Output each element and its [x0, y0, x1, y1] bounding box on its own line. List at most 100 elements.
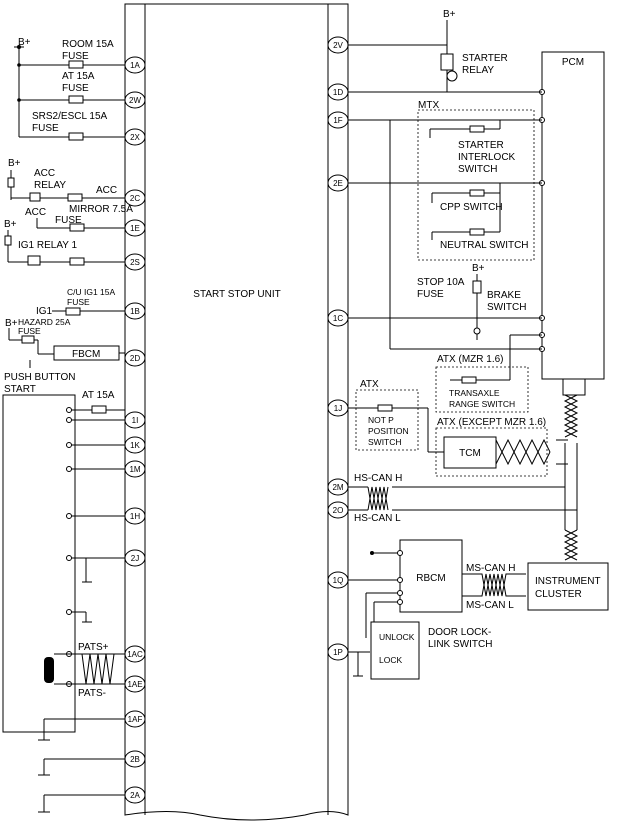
room-fuse-label: ROOM 15A: [62, 39, 114, 50]
terminal-1E-label: 1E: [130, 224, 140, 233]
terminal-2O-label: 2O: [333, 506, 344, 515]
room-fuse-label-2: FUSE: [62, 51, 89, 62]
neutral-switch-label: NEUTRAL SWITCH: [440, 240, 529, 251]
at-fuse-label-2: FUSE: [62, 83, 89, 94]
pats-minus-label: PATS-: [78, 688, 106, 699]
cpp-switch-label: CPP SWITCH: [440, 202, 503, 213]
bplus-label-4: B+: [5, 318, 18, 329]
brake-switch-label: BRAKE: [487, 290, 521, 301]
instrument-label-2: CLUSTER: [535, 589, 582, 600]
terminal-2J-label: 2J: [131, 554, 139, 563]
terminal-2D-label: 2D: [130, 354, 140, 363]
terminal-2E: 2E: [327, 174, 349, 192]
terminal-1B-label: 1B: [130, 307, 140, 316]
door-lock-label-2: LINK SWITCH: [428, 639, 492, 650]
terminal-1I-label: 1I: [132, 416, 139, 425]
terminal-1F-label: 1F: [333, 116, 342, 125]
hs-can-l-label: HS-CAN L: [354, 513, 401, 524]
stop-fuse-label-2: FUSE: [417, 289, 444, 300]
terminal-1M: 1M: [124, 460, 146, 478]
terminal-2B-label: 2B: [130, 755, 140, 764]
left-wiring: B+ ROOM 15A FUSE AT 15A FUSE SRS2/ESCL 1…: [2, 37, 133, 813]
tcm-label: TCM: [459, 448, 481, 459]
terminal-1AE-label: 1AE: [127, 680, 142, 689]
rbcm-label: RBCM: [416, 573, 445, 584]
ig1-label: IG1: [36, 306, 53, 317]
stop-fuse-label: STOP 10A: [417, 277, 465, 288]
hazard-fuse-label-2: FUSE: [18, 326, 41, 336]
transaxle-label-2: RANGE SWITCH: [449, 399, 515, 409]
atx-label: ATX: [360, 379, 379, 390]
terminal-2V-label: 2V: [333, 41, 343, 50]
terminal-1K: 1K: [124, 436, 146, 454]
terminal-1AC: 1AC: [124, 645, 146, 663]
brake-switch-label-2: SWITCH: [487, 302, 526, 313]
terminal-1E: 1E: [124, 219, 146, 237]
terminal-1H-label: 1H: [130, 512, 140, 521]
acc-relay-label-2: RELAY: [34, 180, 66, 191]
not-p-label-1: NOT P: [368, 415, 394, 425]
right-terminals: 2V 1D 1F 2E 1C 1J 2M 2O 1Q 1P: [327, 36, 349, 661]
terminal-1D: 1D: [327, 83, 349, 101]
terminal-1AF: 1AF: [124, 710, 146, 728]
terminal-2E-label: 2E: [333, 179, 343, 188]
terminal-1P-label: 1P: [333, 648, 343, 657]
terminal-2D: 2D: [124, 349, 146, 367]
ms-can-l-label: MS-CAN L: [466, 600, 514, 611]
terminal-1C-label: 1C: [333, 314, 343, 323]
terminal-1B: 1B: [124, 302, 146, 320]
starter-interlock-label-1: STARTER: [458, 140, 504, 151]
bplus-label-6: B+: [472, 263, 485, 274]
hs-can-h-label: HS-CAN H: [354, 473, 402, 484]
door-lock-label-1: DOOR LOCK-: [428, 627, 491, 638]
mtx-label: MTX: [418, 100, 439, 111]
cu-ig1-fuse-label-2: FUSE: [67, 297, 90, 307]
atx-box: [355, 389, 419, 451]
atx-mzr-label: ATX (MZR 1.6): [437, 354, 503, 365]
not-p-label-3: SWITCH: [368, 437, 402, 447]
atx-mzr-box: [435, 366, 529, 413]
terminal-2B: 2B: [124, 750, 146, 768]
terminal-2S: 2S: [124, 253, 146, 271]
terminal-1M-label: 1M: [129, 465, 140, 474]
terminal-2X: 2X: [124, 128, 146, 146]
terminal-1I: 1I: [124, 411, 146, 429]
terminal-1H: 1H: [124, 507, 146, 525]
hazard-fuse-label: HAZARD 25A: [18, 317, 71, 327]
ig1-relay-label: IG1 RELAY 1: [18, 240, 78, 251]
terminal-2W-label: 2W: [129, 96, 141, 105]
bplus-label-2: B+: [8, 158, 21, 169]
acc-label-2: ACC: [25, 207, 46, 218]
terminal-1P: 1P: [327, 643, 349, 661]
left-terminals: 1A 2W 2X 2C 1E 2S 1B 2D 1I 1K 1M 1H 2J 1…: [124, 56, 146, 804]
srs-fuse-label: SRS2/ESCL 15A: [32, 111, 108, 122]
starter-relay-label: STARTER: [462, 53, 508, 64]
terminal-1AE: 1AE: [124, 675, 146, 693]
terminal-2W: 2W: [124, 91, 146, 109]
push-button-label-2: START: [4, 384, 36, 395]
terminal-1J-label: 1J: [334, 404, 342, 413]
starter-interlock-label-3: SWITCH: [458, 164, 497, 175]
terminal-1J: 1J: [327, 399, 349, 417]
starter-interlock-label-2: INTERLOCK: [458, 152, 516, 163]
bplus-label-5: B+: [443, 9, 456, 20]
right-wiring: B+ STARTER RELAY MTX STARTER INTERLOCK S…: [348, 9, 609, 680]
pcm-label: PCM: [562, 57, 584, 68]
at-fuse-label: AT 15A: [62, 71, 95, 82]
starter-relay-label-2: RELAY: [462, 65, 494, 76]
start-stop-unit: START STOP UNIT: [124, 3, 349, 821]
not-p-label-2: POSITION: [368, 426, 409, 436]
terminal-1A-label: 1A: [130, 61, 140, 70]
terminal-1AF-label: 1AF: [128, 715, 143, 724]
lock-label: LOCK: [379, 655, 402, 665]
terminal-1A: 1A: [124, 56, 146, 74]
terminal-1K-label: 1K: [130, 441, 140, 450]
bplus-label-3: B+: [4, 219, 17, 230]
terminal-2S-label: 2S: [130, 258, 140, 267]
pats-plus-label: PATS+: [78, 642, 109, 653]
terminal-1C: 1C: [327, 309, 349, 327]
ms-can-h-label: MS-CAN H: [466, 563, 515, 574]
unlock-label: UNLOCK: [379, 632, 415, 642]
terminal-1D-label: 1D: [333, 88, 343, 97]
